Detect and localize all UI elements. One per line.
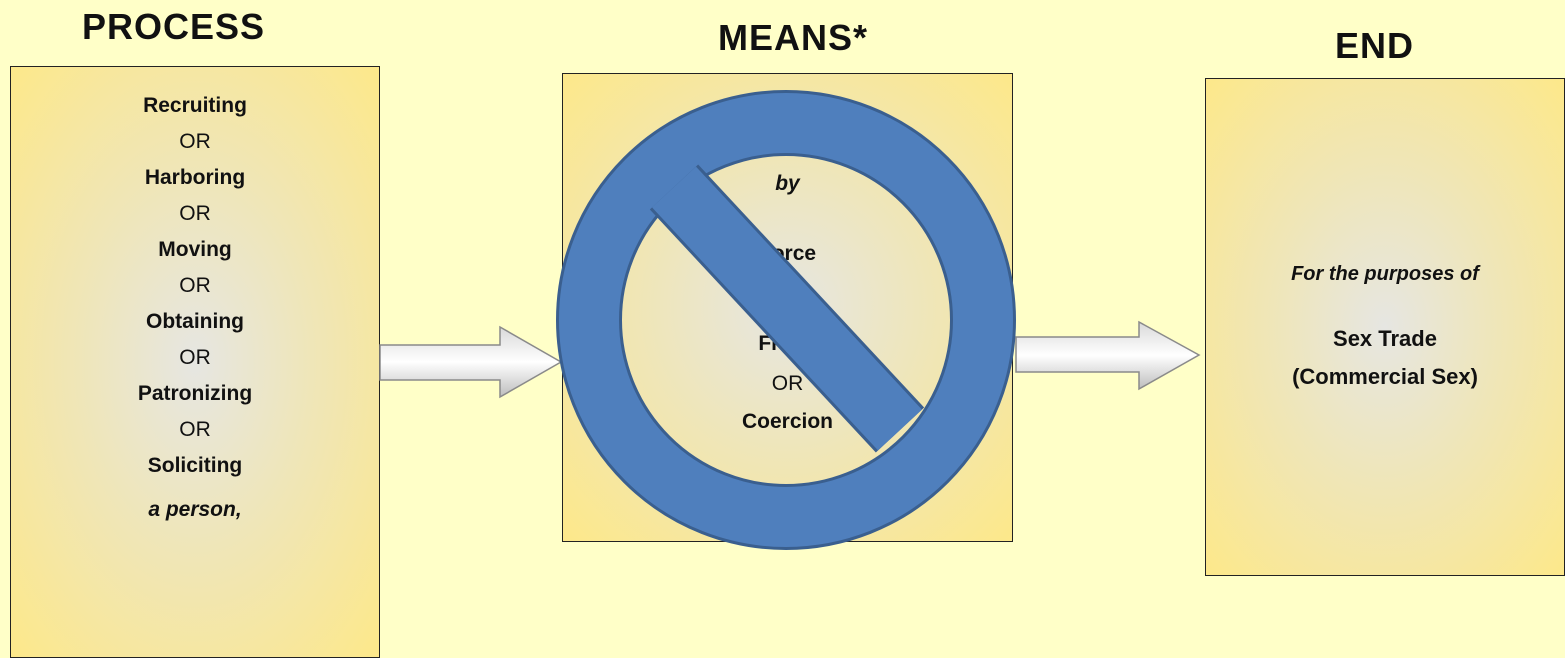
process-item-moving: Moving	[158, 238, 232, 261]
right-arrow-icon	[1015, 320, 1201, 391]
end-intro: For the purposes of	[1291, 263, 1479, 285]
process-item-harboring: Harboring	[144, 166, 246, 189]
process-footer: a person,	[148, 498, 242, 521]
means-item-coercion: Coercion	[741, 410, 833, 433]
process-or: OR	[179, 202, 211, 225]
process-or: OR	[179, 130, 211, 153]
right-arrow-icon	[379, 325, 563, 399]
heading-process: PROCESS	[82, 6, 266, 47]
process-or: OR	[179, 346, 211, 369]
means-intro: by	[775, 172, 800, 195]
no-symbol-icon	[556, 90, 1016, 550]
process-or: OR	[179, 418, 211, 441]
process-item-patronizing: Patronizing	[137, 382, 253, 405]
process-item-soliciting: Soliciting	[147, 454, 243, 477]
heading-means: MEANS*	[718, 17, 869, 58]
end-box: For the purposes of Sex Trade (Commercia…	[1205, 78, 1565, 576]
process-item-obtaining: Obtaining	[146, 310, 244, 333]
process-or: OR	[179, 274, 211, 297]
end-line1: Sex Trade	[1333, 326, 1437, 351]
process-item-recruiting: Recruiting	[143, 94, 247, 117]
heading-end: END	[1335, 25, 1415, 66]
means-or: OR	[771, 372, 804, 395]
end-line2: (Commercial Sex)	[1292, 364, 1478, 389]
